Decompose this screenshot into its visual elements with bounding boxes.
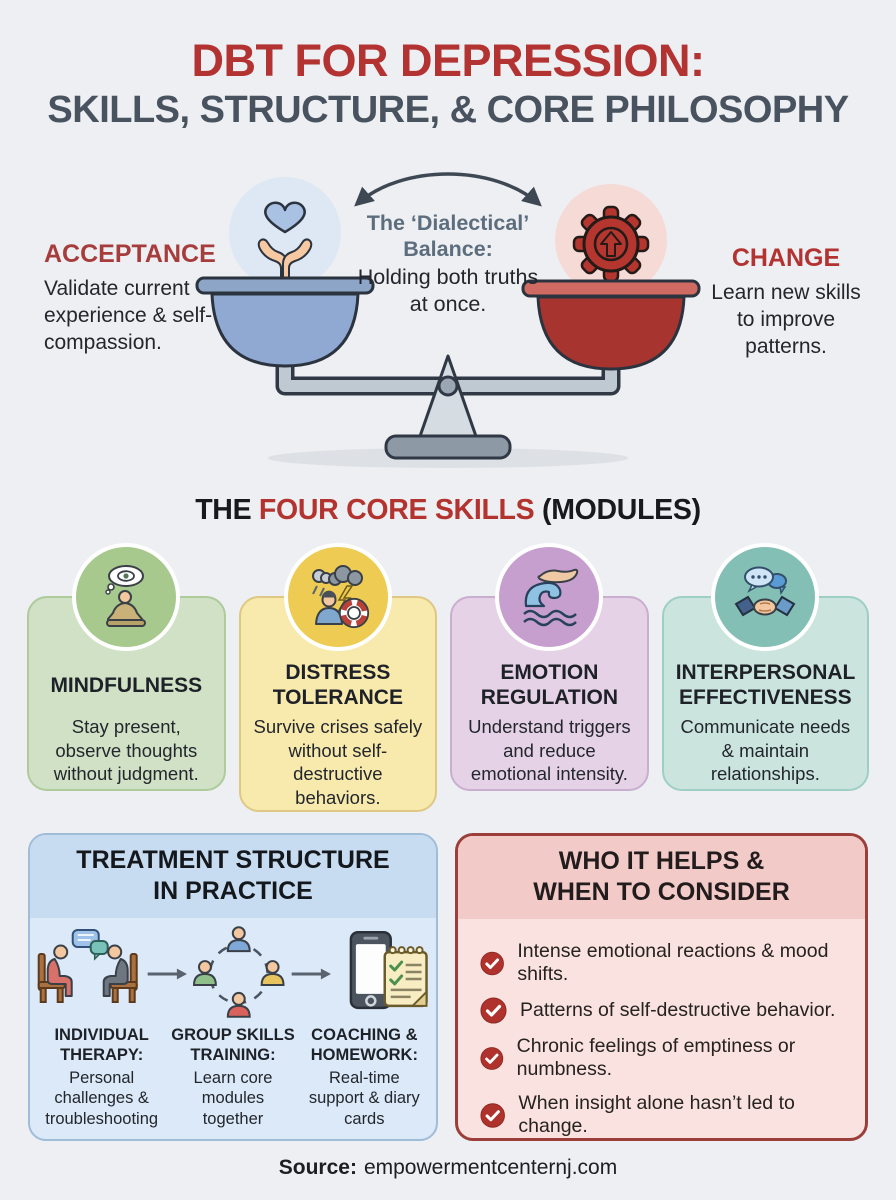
- change-block: CHANGE Learn new skills to improve patte…: [700, 244, 872, 361]
- who-heading-line2: WHEN TO CONSIDER: [533, 877, 790, 906]
- skills-heading-highlight: FOUR CORE SKILLS: [258, 494, 535, 526]
- source-label: Source:: [278, 1156, 357, 1179]
- who-heading-line1: WHO IT HELPS &: [558, 847, 765, 875]
- scale-base: [384, 434, 512, 460]
- source-value: empowermentcenternj.com: [363, 1156, 618, 1179]
- therapy-session-icon: [37, 929, 138, 1003]
- check-circle-icon: [480, 1102, 505, 1128]
- acceptance-heading: ACCEPTANCE: [44, 240, 216, 268]
- skill-cards-row: MINDFULNESS Stay present, observe though…: [27, 543, 869, 812]
- right-pan-bowl: [536, 295, 686, 371]
- skills-heading-pre: THE: [195, 494, 259, 526]
- treatment-heading: TREATMENT STRUCTURE IN PRACTICE: [30, 835, 436, 918]
- card-title: EMOTION REGULATION: [480, 661, 619, 709]
- step-group-skills: GROUP SKILLS TRAINING: Learn core module…: [169, 1026, 296, 1129]
- title-line-2: SKILLS, STRUCTURE, & CORE PHILOSOPHY: [47, 88, 849, 131]
- card-title: DISTRESS TOLERANCE: [272, 661, 403, 709]
- scale-pivot: [437, 375, 459, 397]
- check-circle-icon: [480, 997, 507, 1024]
- check-circle-icon: [480, 951, 504, 975]
- flow-arrow-icon: [291, 968, 331, 980]
- who-item-text: When insight alone hasn’t led to change.: [518, 1092, 795, 1137]
- dialectical-heading: The ‘Dialectical’ Balance:: [366, 211, 530, 262]
- page-title: DBT FOR DEPRESSION: SKILLS, STRUCTURE, &…: [0, 36, 896, 131]
- title-line-1: DBT FOR DEPRESSION:: [191, 35, 705, 86]
- card-interpersonal-effectiveness: INTERPERSONAL EFFECTIVENESS Communicate …: [661, 543, 869, 812]
- step-title: COACHING & HOMEWORK:: [310, 1026, 418, 1064]
- group-circle-icon: [193, 926, 285, 1018]
- card-body: Survive crises safely without self-destr…: [253, 716, 423, 809]
- card-body: Stay present, observe thoughts without j…: [53, 716, 199, 785]
- card-mindfulness: MINDFULNESS Stay present, observe though…: [27, 543, 226, 812]
- source-line: Source: empowermentcenternj.com: [0, 1156, 896, 1180]
- who-item-text: Intense emotional reactions & mood shift…: [517, 940, 829, 985]
- card-title: MINDFULNESS: [50, 673, 203, 697]
- card-interpersonal-panel: INTERPERSONAL EFFECTIVENESS Communicate …: [661, 596, 869, 791]
- step-title: INDIVIDUAL THERAPY:: [54, 1026, 149, 1064]
- acceptance-block: ACCEPTANCE Validate current experience &…: [44, 240, 244, 357]
- change-body: Learn new skills to improve patterns.: [711, 281, 861, 358]
- dialectical-body: Holding both truths at once.: [357, 265, 539, 316]
- dialectic-arc-arrow-icon: [354, 172, 542, 207]
- flow-arrow-icon: [148, 968, 188, 980]
- right-pan-rim: [521, 279, 701, 298]
- bottom-row: TREATMENT STRUCTURE IN PRACTICE: [28, 833, 868, 1141]
- left-pan-bowl: [210, 292, 360, 368]
- treatment-structure-card: TREATMENT STRUCTURE IN PRACTICE: [28, 833, 438, 1141]
- handshake-icon: [711, 543, 820, 651]
- card-body: Communicate needs & maintain relationshi…: [680, 716, 851, 785]
- list-item: Intense emotional reactions & mood shift…: [480, 940, 849, 986]
- who-item-text: Chronic feelings of emptiness or numbnes…: [516, 1035, 796, 1080]
- check-circle-icon: [480, 1046, 504, 1070]
- who-item-text: Patterns of self-destructive behavior.: [520, 999, 836, 1021]
- change-heading: CHANGE: [731, 244, 841, 272]
- step-body: Learn core modules together: [193, 1068, 273, 1128]
- card-emotion-regulation: EMOTION REGULATION Understand triggers a…: [450, 543, 649, 812]
- treatment-heading-line2: IN PRACTICE: [153, 876, 313, 905]
- card-body: Understand triggers and reduce emotional…: [468, 716, 631, 785]
- hands-heart-icon: [257, 201, 313, 279]
- step-body: Personal challenges & troubleshooting: [45, 1068, 159, 1128]
- step-individual-therapy: INDIVIDUAL THERAPY: Personal challenges …: [38, 1026, 165, 1129]
- meditation-icon: [72, 543, 181, 651]
- storm-lifebuoy-icon: [283, 543, 392, 651]
- card-title: INTERPERSONAL EFFECTIVENESS: [675, 661, 856, 709]
- step-coaching-homework: COACHING & HOMEWORK: Real-time support &…: [301, 1026, 428, 1129]
- gear-arrow-icon: [572, 205, 650, 283]
- treatment-heading-line1: TREATMENT STRUCTURE: [76, 846, 390, 874]
- skills-heading-post: (MODULES): [534, 494, 701, 526]
- list-item: Patterns of self-destructive behavior.: [480, 997, 849, 1024]
- scale-pedestal: [416, 354, 480, 444]
- step-title: GROUP SKILLS TRAINING:: [171, 1026, 295, 1064]
- list-item: When insight alone hasn’t led to change.: [480, 1092, 849, 1138]
- list-item: Chronic feelings of emptiness or numbnes…: [480, 1035, 849, 1081]
- skills-section-heading: THE FOUR CORE SKILLS (MODULES): [0, 494, 896, 527]
- phone-checklist-icon: [349, 930, 428, 1010]
- who-heading: WHO IT HELPS & WHEN TO CONSIDER: [458, 836, 865, 919]
- who-list: Intense emotional reactions & mood shift…: [458, 919, 865, 1138]
- acceptance-body: Validate current experience & self-compa…: [44, 277, 213, 354]
- who-it-helps-card: WHO IT HELPS & WHEN TO CONSIDER Intense …: [455, 833, 868, 1141]
- step-body: Real-time support & diary cards: [308, 1068, 420, 1128]
- card-distress-tolerance: DISTRESS TOLERANCE Survive crises safely…: [238, 543, 438, 812]
- treatment-flow: [30, 918, 436, 1022]
- wave-hand-icon: [495, 543, 604, 651]
- treatment-steps: INDIVIDUAL THERAPY: Personal challenges …: [30, 1022, 436, 1133]
- balance-scale-illustration: [195, 172, 701, 468]
- dialectical-balance-block: The ‘Dialectical’ Balance: Holding both …: [353, 210, 543, 317]
